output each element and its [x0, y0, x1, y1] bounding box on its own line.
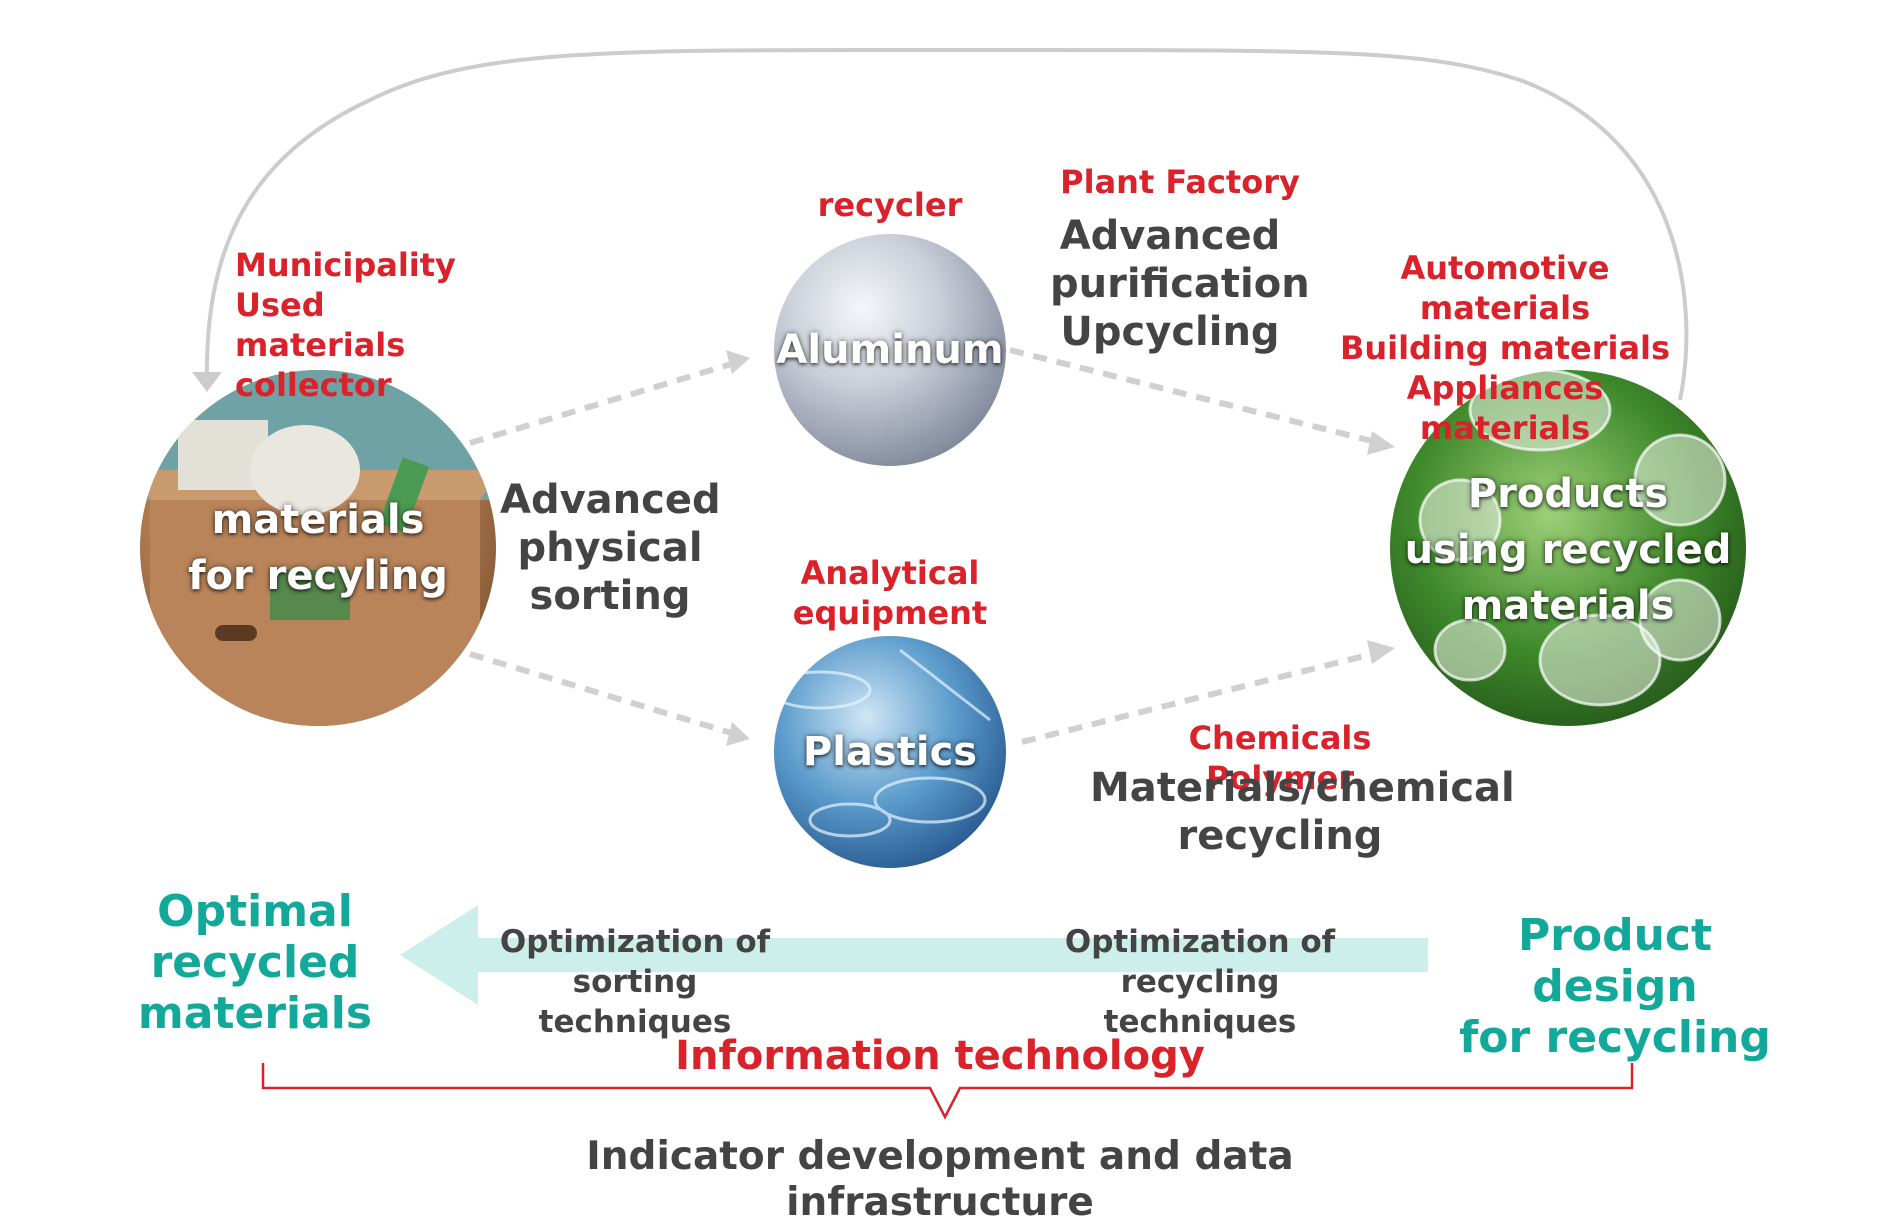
optimization-recycling: Optimization of recycling techniques — [1064, 924, 1336, 1040]
optimization-arrow — [400, 905, 1428, 1005]
process-purification: Advanced purification Upcycling — [1050, 213, 1310, 355]
actor-chemicals-polymer: Chemicals Polymer — [1188, 719, 1372, 797]
node-aluminum-label: Aluminum — [776, 327, 1004, 373]
flow-arrow-materials-plastics — [469, 651, 739, 738]
products-circle — [1390, 370, 1746, 726]
return-loop-arrow — [204, 47, 1689, 401]
aluminum-circle — [774, 234, 1006, 466]
diagram-graphics — [140, 47, 1746, 1120]
actor-recycler: recycler — [817, 186, 963, 224]
optimization-sorting: Optimization of sorting techniques — [499, 924, 771, 1040]
node-plastics-label: Plastics — [802, 729, 978, 775]
actor-collector: Municipality Used materials collector — [235, 246, 456, 404]
flow-arrow-aluminum-products — [1009, 347, 1381, 446]
plastics-circle — [774, 636, 1006, 868]
goal-design: Product design for recycling — [1459, 910, 1771, 1063]
node-materials-label: materials for recyling — [188, 497, 448, 599]
process-sorting: Advanced physical sorting — [500, 477, 721, 619]
info-bracket — [261, 1063, 1634, 1120]
process-chemical-recycling: Materials/chemical recycling — [1090, 765, 1515, 859]
info-tech-subtitle: Indicator development and data infrastru… — [586, 1134, 1294, 1225]
node-products-label: Products using recycled materials — [1404, 471, 1732, 629]
goal-optimal: Optimal recycled materials — [137, 886, 373, 1039]
actor-analytical-equipment: Analytical equipment — [792, 554, 988, 632]
return-loop-arrowhead — [192, 372, 222, 392]
flow-arrow-plastics-products — [1021, 649, 1381, 745]
actor-plant-factory: Plant Factory — [1060, 163, 1300, 201]
actor-product-makers: Automotive materials Building materials … — [1339, 249, 1671, 447]
info-tech-title: Information technology — [675, 1033, 1205, 1079]
